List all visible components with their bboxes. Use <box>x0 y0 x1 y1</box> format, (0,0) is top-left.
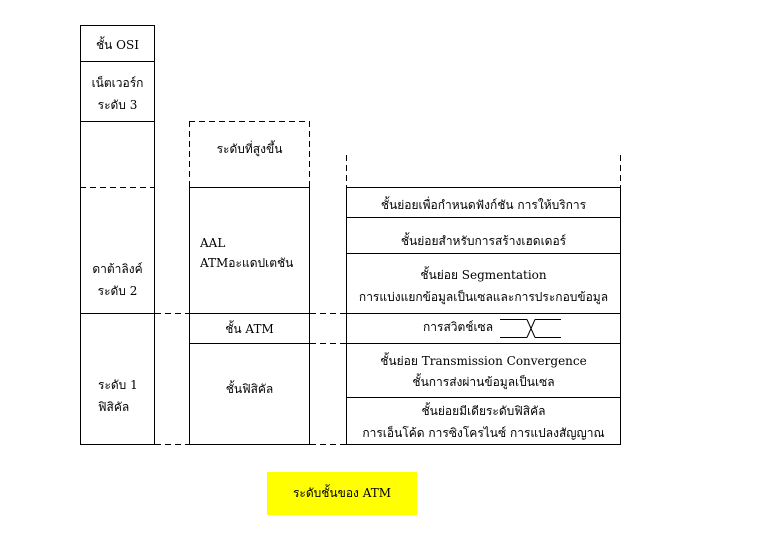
aal-label: AAL <box>200 236 226 250</box>
tc-sublayer-label: ชั้นย่อย Transmission Convergence <box>380 354 587 368</box>
higher-layers-label: ระดับที่สูงขึ้น <box>216 142 283 156</box>
segmentation-sublayer-label: ชั้นย่อย Segmentation <box>420 268 547 282</box>
pmd-sublayer-description: การเอ็นโค้ด การซิงโครไนซ์ การแปลงสัญญาณ <box>362 426 605 440</box>
segmentation-description: การแบ่งแยกข้อมูลเป็นเซลและการประกอบข้อมู… <box>358 290 609 304</box>
osi-header: ชั้น OSI <box>96 38 139 52</box>
atm-layer-label: ชั้น ATM <box>225 322 274 336</box>
osi-physical-level: ระดับ 1 <box>98 378 138 392</box>
aal-name-label: ATMอะแดปเตชัน <box>200 256 294 270</box>
cell-switching-label: การสวิตช์เซล <box>423 320 494 334</box>
osi-datalink-label: ดาต้าลิงค์ <box>92 262 143 276</box>
convergence-sublayer-label: ชั้นย่อยเพื่อกำหนดฟังก์ชัน การให้บริการ <box>380 198 587 212</box>
physical-layer-label: ชั้นฟิสิคัล <box>225 382 274 396</box>
switch-cross-icon <box>500 319 561 338</box>
diagram-caption: ระดับชั้นของ ATM <box>267 472 417 515</box>
osi-network-label: เน็ตเวอร์ก <box>91 76 144 90</box>
osi-datalink-level: ระดับ 2 <box>97 284 138 298</box>
header-sublayer-label: ชั้นย่อยสำหรับการสร้างเฮดเดอร์ <box>400 234 567 248</box>
tc-sublayer-description: ชั้นการส่งผ่านข้อมูลเป็นเซล <box>412 375 555 389</box>
osi-physical-label: ฟิสิคัล <box>98 400 130 414</box>
osi-network-level: ระดับ 3 <box>97 98 138 112</box>
pmd-sublayer-label: ชั้นย่อยมีเดียระดับฟิสิคัล <box>421 404 546 418</box>
diagram-caption-text: ระดับชั้นของ ATM <box>292 486 392 500</box>
